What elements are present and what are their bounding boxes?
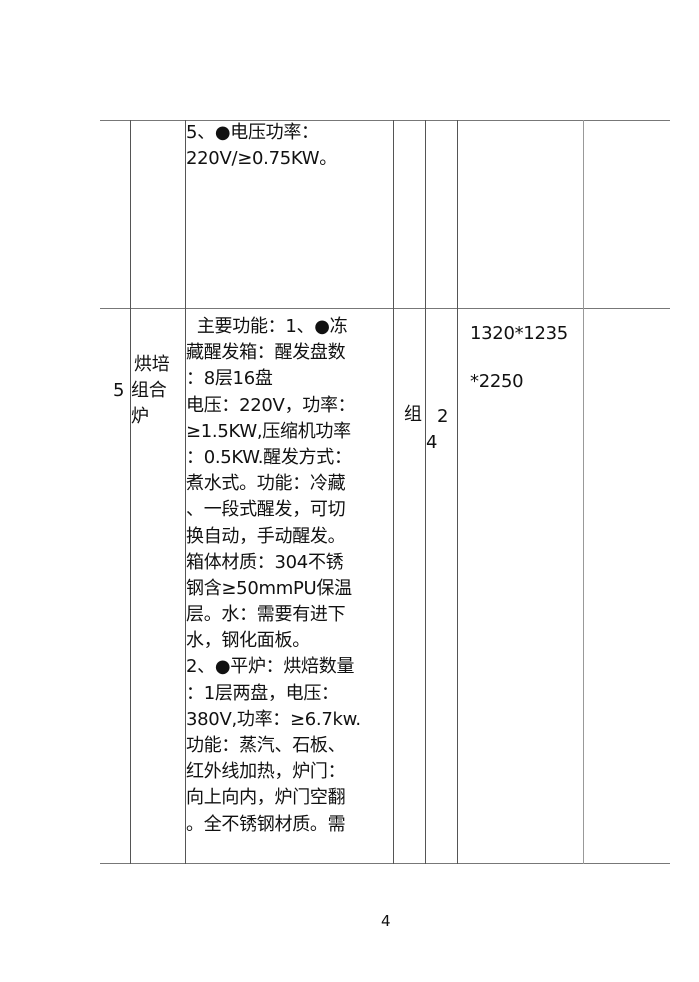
column-divider xyxy=(457,120,458,864)
size-line-1: 1320*1235 xyxy=(470,323,568,344)
text-line: 、一段式醒发，可切 xyxy=(186,499,346,521)
text-line: 红外线加热，炉门： xyxy=(186,761,346,783)
text-line: 钢含≥50mmPU保温 xyxy=(186,577,352,599)
text-line: 箱体材质：304不锈 xyxy=(186,551,344,573)
text-line: 煮水式。功能：冷藏 xyxy=(186,473,346,495)
text-line: 烘培 xyxy=(134,354,170,375)
text-line: 水，钢化面板。 xyxy=(186,630,310,652)
text-line: 电压：220V，功率： xyxy=(186,394,356,416)
text-line: 5、●电压功率： xyxy=(186,122,319,143)
quantity: 2 4 xyxy=(426,404,448,456)
row-divider xyxy=(100,308,670,309)
unit: 组 xyxy=(404,404,422,425)
text-line: 2、●平炉：烘焙数量 xyxy=(186,656,355,678)
text-line: 向上向内，炉门空翻 xyxy=(186,787,346,809)
text-line: 2 xyxy=(437,406,449,427)
text-line: ：0.5KW.醒发方式： xyxy=(186,446,352,468)
table-border-bottom xyxy=(100,863,670,864)
text-line: 。全不锈钢材质。需 xyxy=(186,813,346,835)
prev-row-description: 5、●电压功率： 220V/≥0.75KW。 xyxy=(186,120,337,172)
text-line: ：8层16盘 xyxy=(186,368,273,390)
page-number: 4 xyxy=(381,912,391,930)
size-line-2: *2250 xyxy=(470,371,524,392)
item-name: 烘培 组合 炉 xyxy=(131,352,170,431)
column-divider xyxy=(425,120,426,864)
text-line: 换自动，手动醒发。 xyxy=(186,525,346,547)
text-line: 380V,功率：≥6.7kw. xyxy=(186,708,361,730)
text-line: 藏醒发箱：醒发盘数 xyxy=(186,342,346,364)
text-line: ：1层两盘，电压： xyxy=(186,682,339,704)
text-line: 4 xyxy=(426,432,438,454)
column-divider xyxy=(393,120,394,864)
text-line: 主要功能：1、●冻 xyxy=(186,316,348,337)
column-divider xyxy=(185,120,186,864)
text-line: 组合 xyxy=(131,380,167,402)
row-index: 5 xyxy=(113,380,125,401)
column-divider xyxy=(130,120,131,864)
text-line: 炉 xyxy=(131,406,149,428)
column-divider xyxy=(583,120,584,864)
text-line: 层。水：需要有进下 xyxy=(186,604,346,626)
item-description: 主要功能：1、●冻藏醒发箱：醒发盘数 ：8层16盘电压：220V，功率： ≥1.5K… xyxy=(186,314,361,838)
table-border-top xyxy=(100,120,670,121)
text-line: 220V/≥0.75KW。 xyxy=(186,148,337,170)
text-line: 功能：蒸汽、石板、 xyxy=(186,735,346,756)
text-line: ≥1.5KW,压缩机功率 xyxy=(186,420,351,442)
